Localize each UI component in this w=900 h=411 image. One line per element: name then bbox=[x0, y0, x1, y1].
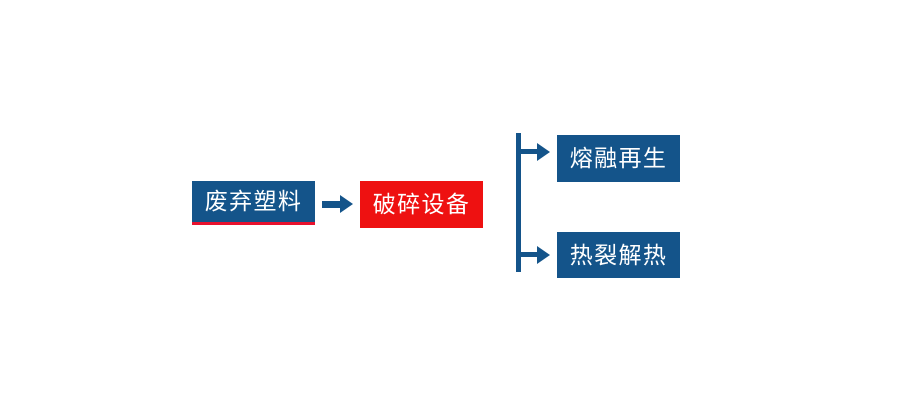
branch-0-arrow-right-icon bbox=[520, 149, 539, 154]
node-branch-0[interactable]: 熔融再生 bbox=[557, 135, 680, 182]
branch-1-arrow-right-head-icon bbox=[537, 246, 550, 264]
main-arrow-right-head-icon bbox=[340, 195, 353, 213]
node-branch-1-label: 热裂解热 bbox=[569, 241, 668, 268]
branch-1-arrow-right-icon bbox=[520, 252, 539, 257]
branch-trunk-line bbox=[516, 133, 521, 272]
node-source-label: 废弃塑料 bbox=[204, 188, 303, 214]
node-branch-0-label: 熔融再生 bbox=[569, 145, 668, 171]
node-source-bottom-rule bbox=[192, 222, 315, 225]
branch-0-arrow-right-head-icon bbox=[537, 143, 550, 161]
node-branch-1[interactable]: 热裂解热 bbox=[557, 232, 680, 278]
main-arrow-right-icon bbox=[322, 201, 342, 208]
node-process-label: 破碎设备 bbox=[372, 191, 471, 217]
node-source[interactable]: 废弃塑料 bbox=[192, 181, 315, 222]
node-process[interactable]: 破碎设备 bbox=[360, 181, 483, 228]
